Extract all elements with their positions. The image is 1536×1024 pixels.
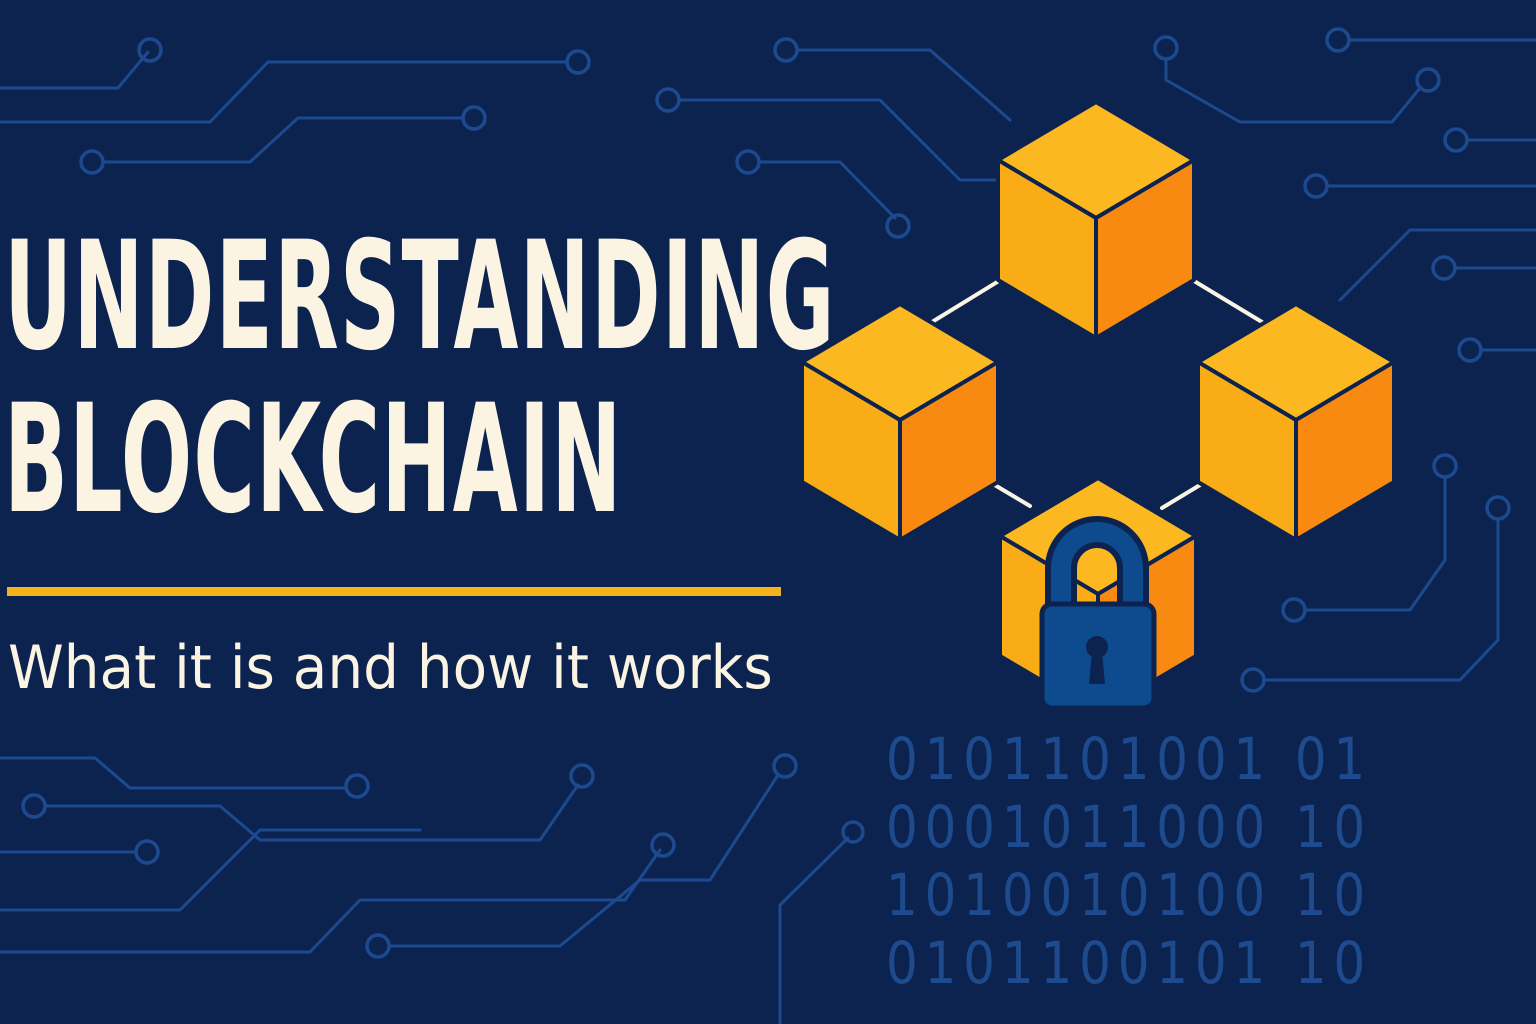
subtitle: What it is and how it works — [8, 633, 773, 703]
binary-row-3: 1010010100 10 — [886, 861, 1373, 929]
title-line-1: UNDERSTANDING — [4, 210, 836, 384]
accent-divider — [7, 587, 781, 596]
binary-row-4: 0101100101 10 — [886, 929, 1373, 997]
binary-row-2: 0001011000 10 — [886, 793, 1373, 861]
binary-row-1: 0101101001 01 — [886, 725, 1373, 793]
title-line-2: BLOCKCHAIN — [4, 373, 623, 547]
